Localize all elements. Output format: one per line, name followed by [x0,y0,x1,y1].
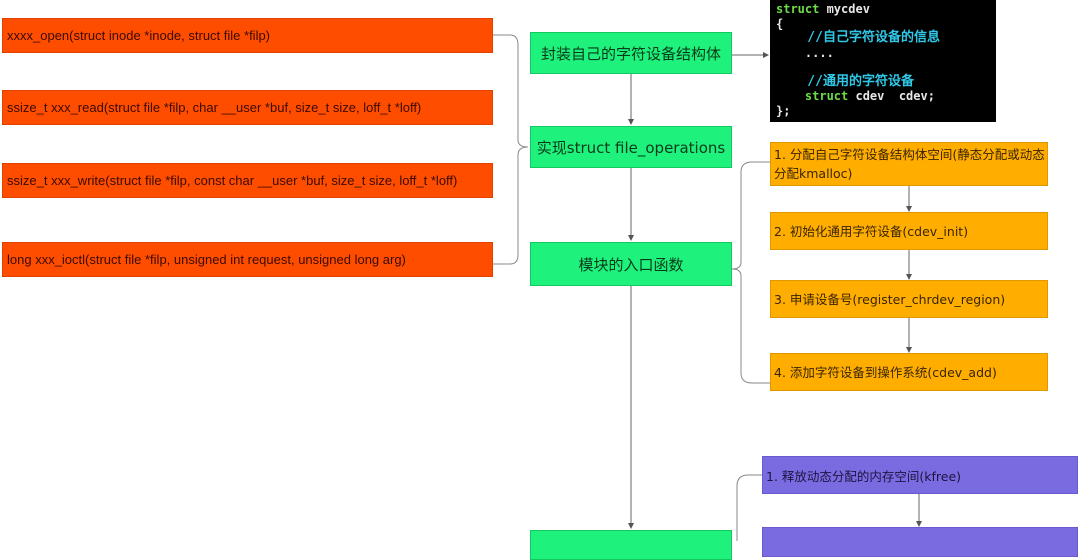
function-label: ssize_t xxx_read(struct file *filp, char… [7,100,422,115]
step-label: 3. 申请设备号(register_chrdev_region) [774,291,1006,307]
exit-step-kfree: 1. 释放动态分配的内存空间(kfree) [762,456,1078,494]
step-label: 实现struct file_operations [536,138,726,157]
code-keyword: struct [776,2,820,16]
function-label: ssize_t xxx_write(struct file *filp, con… [7,173,458,188]
code-line [776,60,990,75]
code-identifier: mycdev [819,2,870,16]
function-label: long xxx_ioctl(struct file *filp, unsign… [7,252,406,267]
step-label: 封装自己的字符设备结构体 [540,44,721,63]
step-module-exit [530,530,732,560]
code-line: { [776,16,784,31]
init-step-register-region: 3. 申请设备号(register_chrdev_region) [770,280,1048,318]
step-define-struct: 封装自己的字符设备结构体 [530,32,732,74]
step-label: 1. 分配自己字符设备结构体空间(静态分配或动态分配kmalloc) [774,147,1045,181]
code-comment: //自己字符设备的信息 [776,30,940,45]
function-box-read: ssize_t xxx_read(struct file *filp, char… [2,90,493,125]
init-step-alloc: 1. 分配自己字符设备结构体空间(静态分配或动态分配kmalloc) [770,142,1048,186]
code-line: .... [776,45,834,60]
exit-step-2 [762,527,1078,557]
code-keyword: struct [776,89,849,103]
function-box-write: ssize_t xxx_write(struct file *filp, con… [2,163,493,198]
function-box-open: xxxx_open(struct inode *inode, struct fi… [2,18,493,53]
step-label: 1. 释放动态分配的内存空间(kfree) [766,468,962,484]
code-identifier: cdev cdev; [848,89,935,103]
code-comment: //通用的字符设备 [776,73,914,89]
step-label: 模块的入口函数 [578,255,684,274]
code-line: }; [776,103,791,118]
step-module-entry: 模块的入口函数 [530,242,732,286]
function-label: xxxx_open(struct inode *inode, struct fi… [7,28,271,43]
init-step-cdev-add: 4. 添加字符设备到操作系统(cdev_add) [770,353,1048,391]
step-file-operations: 实现struct file_operations [530,126,732,168]
connector-lines [493,34,922,541]
step-label: 4. 添加字符设备到操作系统(cdev_add) [774,364,997,380]
init-step-cdev-init: 2. 初始化通用字符设备(cdev_init) [770,212,1048,250]
function-box-ioctl: long xxx_ioctl(struct file *filp, unsign… [2,242,493,277]
step-label: 2. 初始化通用字符设备(cdev_init) [774,223,969,239]
struct-code-block: struct mycdev { //自己字符设备的信息 .... //通用的字符… [770,0,996,122]
